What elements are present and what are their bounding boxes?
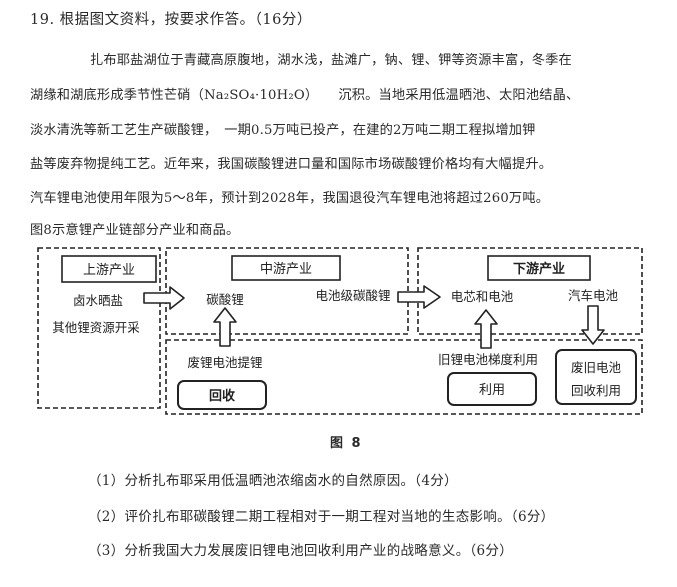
figure-caption: 图 8 xyxy=(330,436,363,451)
paragraph-line-2: 湖缘和湖底形成季节性芒硝（Na₂SO₄·10H₂O） 沉积。当地采用低温晒池、太… xyxy=(30,88,580,103)
cell-battery-label: 电芯和电池 xyxy=(451,289,514,304)
waste-battery-line2: 回收利用 xyxy=(571,383,621,398)
downstream-heading: 下游产业 xyxy=(513,261,565,277)
industry-chain-diagram: 上游产业 中游产业 下游产业 卤水晒盐 其他锂资源开采 碳酸锂 电池级碳酸锂 电… xyxy=(37,247,643,415)
extraction-label: 废锂电池提锂 xyxy=(187,355,262,370)
midstream-heading-box xyxy=(231,255,341,281)
arrow-mid-to-down xyxy=(397,285,441,309)
arrow-up-to-mid xyxy=(143,286,185,310)
recycle-label: 回收 xyxy=(209,388,236,404)
midstream-group xyxy=(165,247,409,335)
paragraph-line-6: 图8示意锂产业链部分产业和商品。 xyxy=(30,223,240,238)
arrow-ev-to-waste xyxy=(581,305,605,345)
sub-question-2: （2）评价扎布耶碳酸锂二期工程相对于一期工程对当地的生态影响。（6分） xyxy=(88,509,555,525)
downstream-heading-box xyxy=(487,255,591,281)
waste-battery-line1: 废旧电池 xyxy=(571,360,622,375)
downstream-group xyxy=(417,247,643,335)
paragraph-line-4: 盐等废弃物提纯工艺。近年来，我国碳酸锂进口量和国际市场碳酸锂价格均有大幅提升。 xyxy=(30,157,553,172)
paragraph-line-5: 汽车锂电池使用年限为5～8年，预计到2028年，我国退役汽车锂电池将超过260万… xyxy=(30,191,550,206)
midstream-heading: 中游产业 xyxy=(260,262,312,277)
arrow-cascade-to-cell xyxy=(474,309,498,349)
arrow-recycle-to-carbonate xyxy=(213,307,237,347)
sub-question-3: （3）分析我国大力发展废旧锂电池回收利用产业的战略意义。（6分） xyxy=(88,543,514,559)
lithium-carbonate-label: 碳酸锂 xyxy=(206,292,244,307)
recycling-group xyxy=(165,339,643,415)
upstream-item-brine: 卤水晒盐 xyxy=(73,293,123,308)
ev-battery-label: 汽车电池 xyxy=(568,288,619,303)
upstream-item-mining: 其他锂资源开采 xyxy=(52,320,140,335)
upstream-heading: 上游产业 xyxy=(83,263,135,278)
waste-battery-box xyxy=(555,349,637,405)
cascade-label: 旧锂电池梯度利用 xyxy=(438,352,538,367)
battery-grade-label: 电池级碳酸锂 xyxy=(315,288,390,303)
question-title: 19. 根据图文资料，按要求作答。（16分） xyxy=(30,12,312,28)
cascade-box-label: 利用 xyxy=(479,383,505,398)
recycle-box xyxy=(177,380,267,410)
paragraph-line-1: 扎布耶盐湖位于青藏高原腹地，湖水浅，盐滩广，钠、锂、钾等资源丰富，冬季在 xyxy=(90,53,572,68)
paragraph-line-3: 淡水清洗等新工艺生产碳酸锂， 一期0.5万吨已投产，在建的2万吨二期工程拟增加钾 xyxy=(30,123,536,138)
upstream-heading-box xyxy=(61,255,157,283)
cascade-box xyxy=(447,372,537,406)
sub-question-1: （1）分析扎布耶采用低温晒池浓缩卤水的自然原因。（4分） xyxy=(88,473,458,489)
upstream-group xyxy=(37,247,161,409)
